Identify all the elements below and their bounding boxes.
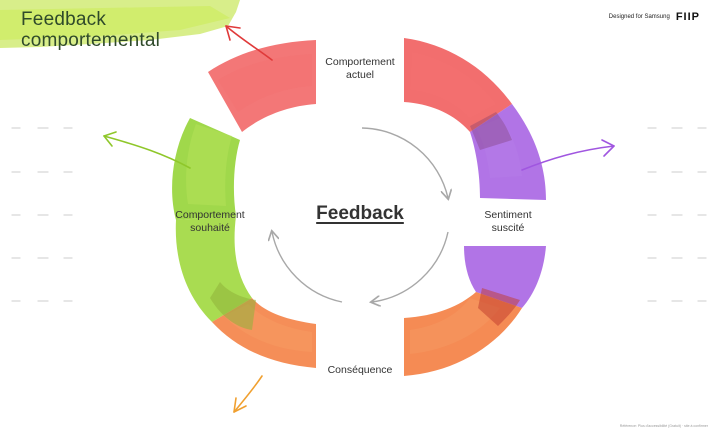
footnote: Référence: Plus d'accessibilité (Gratuit… <box>619 424 708 428</box>
stage-left-line2: souhaité <box>190 222 230 234</box>
segment-purple <box>464 104 546 308</box>
title-block: Feedback comportemental <box>0 0 250 60</box>
center-title: Feedback <box>316 203 404 224</box>
stage-label-right: Sentiment suscité <box>460 209 556 235</box>
brand: Designed for Samsung FIIP <box>609 11 700 23</box>
segment-orange-left <box>210 282 316 368</box>
stage-left-line1: Comportement <box>175 209 245 221</box>
stage-label-left: Comportement souhaité <box>162 209 258 235</box>
title-line-2: comportemental <box>21 30 161 51</box>
stage-right-line2: suscité <box>491 222 525 234</box>
arrow-orange-outward <box>233 375 263 413</box>
arrow-green-outward <box>103 131 191 169</box>
title-brush-wash <box>0 0 240 48</box>
stage-label-bottom: Conséquence <box>312 364 408 377</box>
segment-orange-right <box>404 288 522 376</box>
arrow-red-outward <box>225 25 273 61</box>
title-line-1: Feedback <box>21 9 107 30</box>
arrow-purple-outward <box>521 139 615 171</box>
segment-red-left <box>208 40 316 132</box>
brand-tagline: Designed for Samsung <box>608 14 670 20</box>
stage-right-line1: Sentiment <box>484 209 532 221</box>
stage-top-line1: Comportement <box>325 56 395 68</box>
stage-top-line2: actuel <box>345 69 375 81</box>
stage-bottom-line1: Conséquence <box>327 364 393 376</box>
inner-cycle-arrows <box>272 127 448 302</box>
segment-red-right <box>404 38 512 132</box>
brand-logo: FIIP <box>675 11 700 23</box>
stage-label-top: Comportement actuel <box>312 56 408 82</box>
segment-green <box>172 118 252 322</box>
